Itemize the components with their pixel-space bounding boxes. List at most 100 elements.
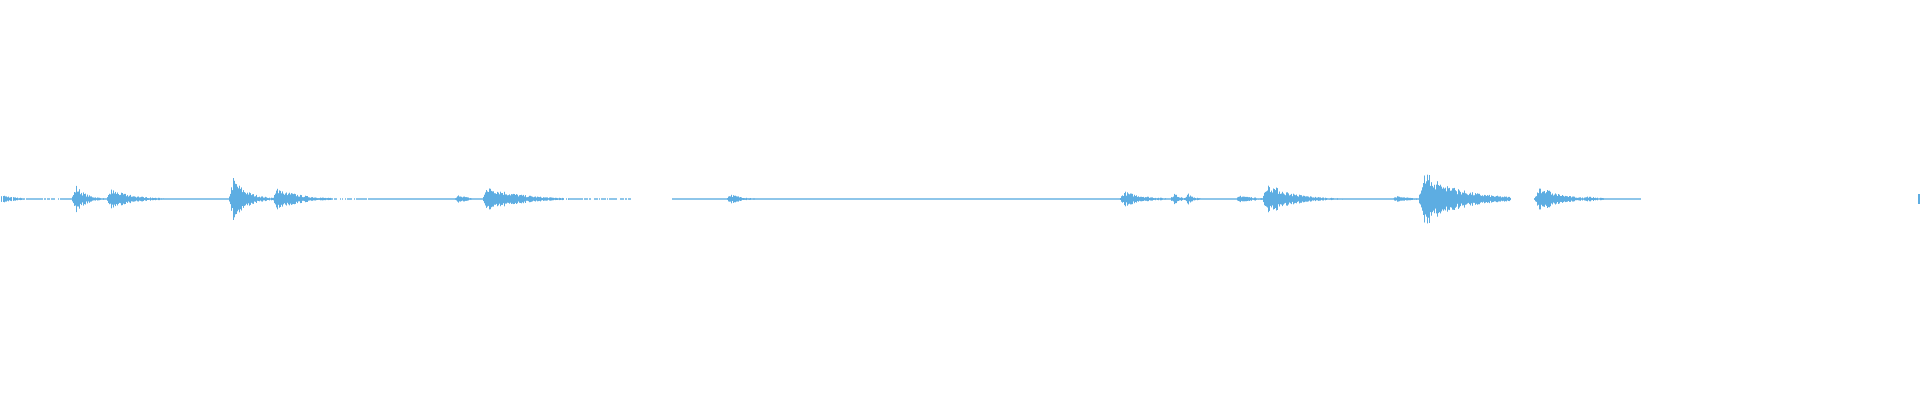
waveform-sample xyxy=(1634,198,1635,200)
waveform-sample xyxy=(680,198,681,200)
waveform-sample xyxy=(590,198,591,200)
waveform-sample xyxy=(1243,196,1244,202)
waveform-sample xyxy=(1314,197,1315,201)
waveform-sample xyxy=(461,196,462,202)
waveform-sample xyxy=(791,198,792,200)
waveform-sample xyxy=(869,198,870,200)
waveform-sample xyxy=(727,198,728,200)
waveform-sample xyxy=(612,198,613,200)
waveform-sample xyxy=(1548,190,1549,208)
waveform-sample xyxy=(857,198,858,200)
waveform-sample xyxy=(123,194,124,204)
waveform-sample xyxy=(854,198,855,200)
waveform-sample xyxy=(1387,198,1388,200)
waveform-sample xyxy=(1148,196,1149,202)
waveform-sample xyxy=(1609,198,1610,200)
waveform-sample xyxy=(1583,198,1584,200)
waveform-sample xyxy=(420,198,421,200)
waveform-sample xyxy=(690,198,691,200)
waveform-sample xyxy=(1208,198,1209,200)
waveform-sample xyxy=(982,198,983,200)
waveform-sample xyxy=(864,198,865,200)
waveform-sample xyxy=(1001,198,1002,200)
waveform-sample xyxy=(846,198,847,200)
waveform-sample xyxy=(1003,198,1004,200)
waveform-sample xyxy=(811,198,812,200)
waveform-sample xyxy=(1060,198,1061,200)
waveform-sample xyxy=(524,196,525,202)
waveform-sample xyxy=(997,198,998,200)
waveform-sample xyxy=(575,198,576,200)
waveform-sample xyxy=(959,198,960,200)
waveform-sample xyxy=(250,193,251,205)
waveform-sample xyxy=(716,198,717,200)
waveform-sample xyxy=(30,198,31,200)
waveform-sample xyxy=(319,198,320,200)
waveform-sample xyxy=(828,198,829,200)
waveform-sample xyxy=(88,196,89,202)
waveform-sample xyxy=(1033,198,1034,200)
waveform-sample xyxy=(1222,198,1223,200)
waveform-sample xyxy=(194,198,195,200)
waveform-sample xyxy=(1082,198,1083,200)
waveform-sample xyxy=(845,198,846,200)
waveform-sample xyxy=(140,197,141,201)
waveform-sample xyxy=(892,198,893,200)
waveform-sample xyxy=(1570,196,1571,202)
waveform-sample xyxy=(1504,196,1505,202)
waveform-sample xyxy=(1406,197,1407,201)
waveform-sample xyxy=(1252,198,1253,200)
waveform-sample xyxy=(1377,198,1378,200)
waveform-sample xyxy=(1537,192,1538,206)
waveform-sample xyxy=(258,197,259,201)
waveform-sample xyxy=(1009,198,1010,200)
waveform-sample xyxy=(464,196,465,202)
waveform-sample xyxy=(1109,198,1110,200)
waveform-sample xyxy=(441,198,442,200)
waveform-sample xyxy=(743,198,744,200)
waveform-sample xyxy=(518,196,519,202)
waveform-sample xyxy=(1021,198,1022,200)
waveform-sample xyxy=(839,198,840,200)
waveform-sample xyxy=(1618,198,1619,200)
waveform-sample xyxy=(1569,196,1570,202)
waveform-sample xyxy=(836,198,837,200)
waveform-sample xyxy=(1413,198,1414,200)
waveform-sample xyxy=(1093,198,1094,200)
waveform-sample xyxy=(112,193,113,205)
waveform-sample xyxy=(442,198,443,200)
waveform-sample xyxy=(134,196,135,202)
waveform-sample xyxy=(31,198,32,200)
waveform-sample xyxy=(830,198,831,200)
waveform-sample xyxy=(990,198,991,200)
waveform-sample xyxy=(1440,184,1441,214)
waveform-sample xyxy=(577,198,578,200)
waveform-sample xyxy=(866,198,867,200)
waveform-sample xyxy=(917,198,918,200)
waveform-sample xyxy=(1565,195,1566,203)
waveform-sample xyxy=(964,198,965,200)
waveform-sample xyxy=(168,198,169,200)
waveform-sample xyxy=(1344,198,1345,200)
waveform-sample xyxy=(480,198,481,200)
waveform-sample xyxy=(1313,197,1314,201)
waveform-sample xyxy=(1356,198,1357,200)
waveform-sample xyxy=(966,198,967,200)
waveform-sample xyxy=(711,198,712,200)
waveform-sample xyxy=(489,188,490,210)
waveform-sample xyxy=(1342,198,1343,200)
waveform-sample xyxy=(980,198,981,200)
waveform-sample xyxy=(425,198,426,200)
waveform-sample xyxy=(421,198,422,200)
waveform-sample xyxy=(1465,193,1466,205)
waveform-sample xyxy=(782,198,783,200)
waveform-sample xyxy=(1055,198,1056,200)
waveform-sample xyxy=(1057,198,1058,200)
waveform-sample xyxy=(907,198,908,200)
waveform-sample xyxy=(516,194,517,204)
waveform-sample xyxy=(1189,196,1190,202)
waveform-sample xyxy=(315,197,316,201)
waveform-sample xyxy=(1575,197,1576,201)
waveform-sample xyxy=(772,198,773,200)
waveform-sample xyxy=(1603,198,1604,200)
